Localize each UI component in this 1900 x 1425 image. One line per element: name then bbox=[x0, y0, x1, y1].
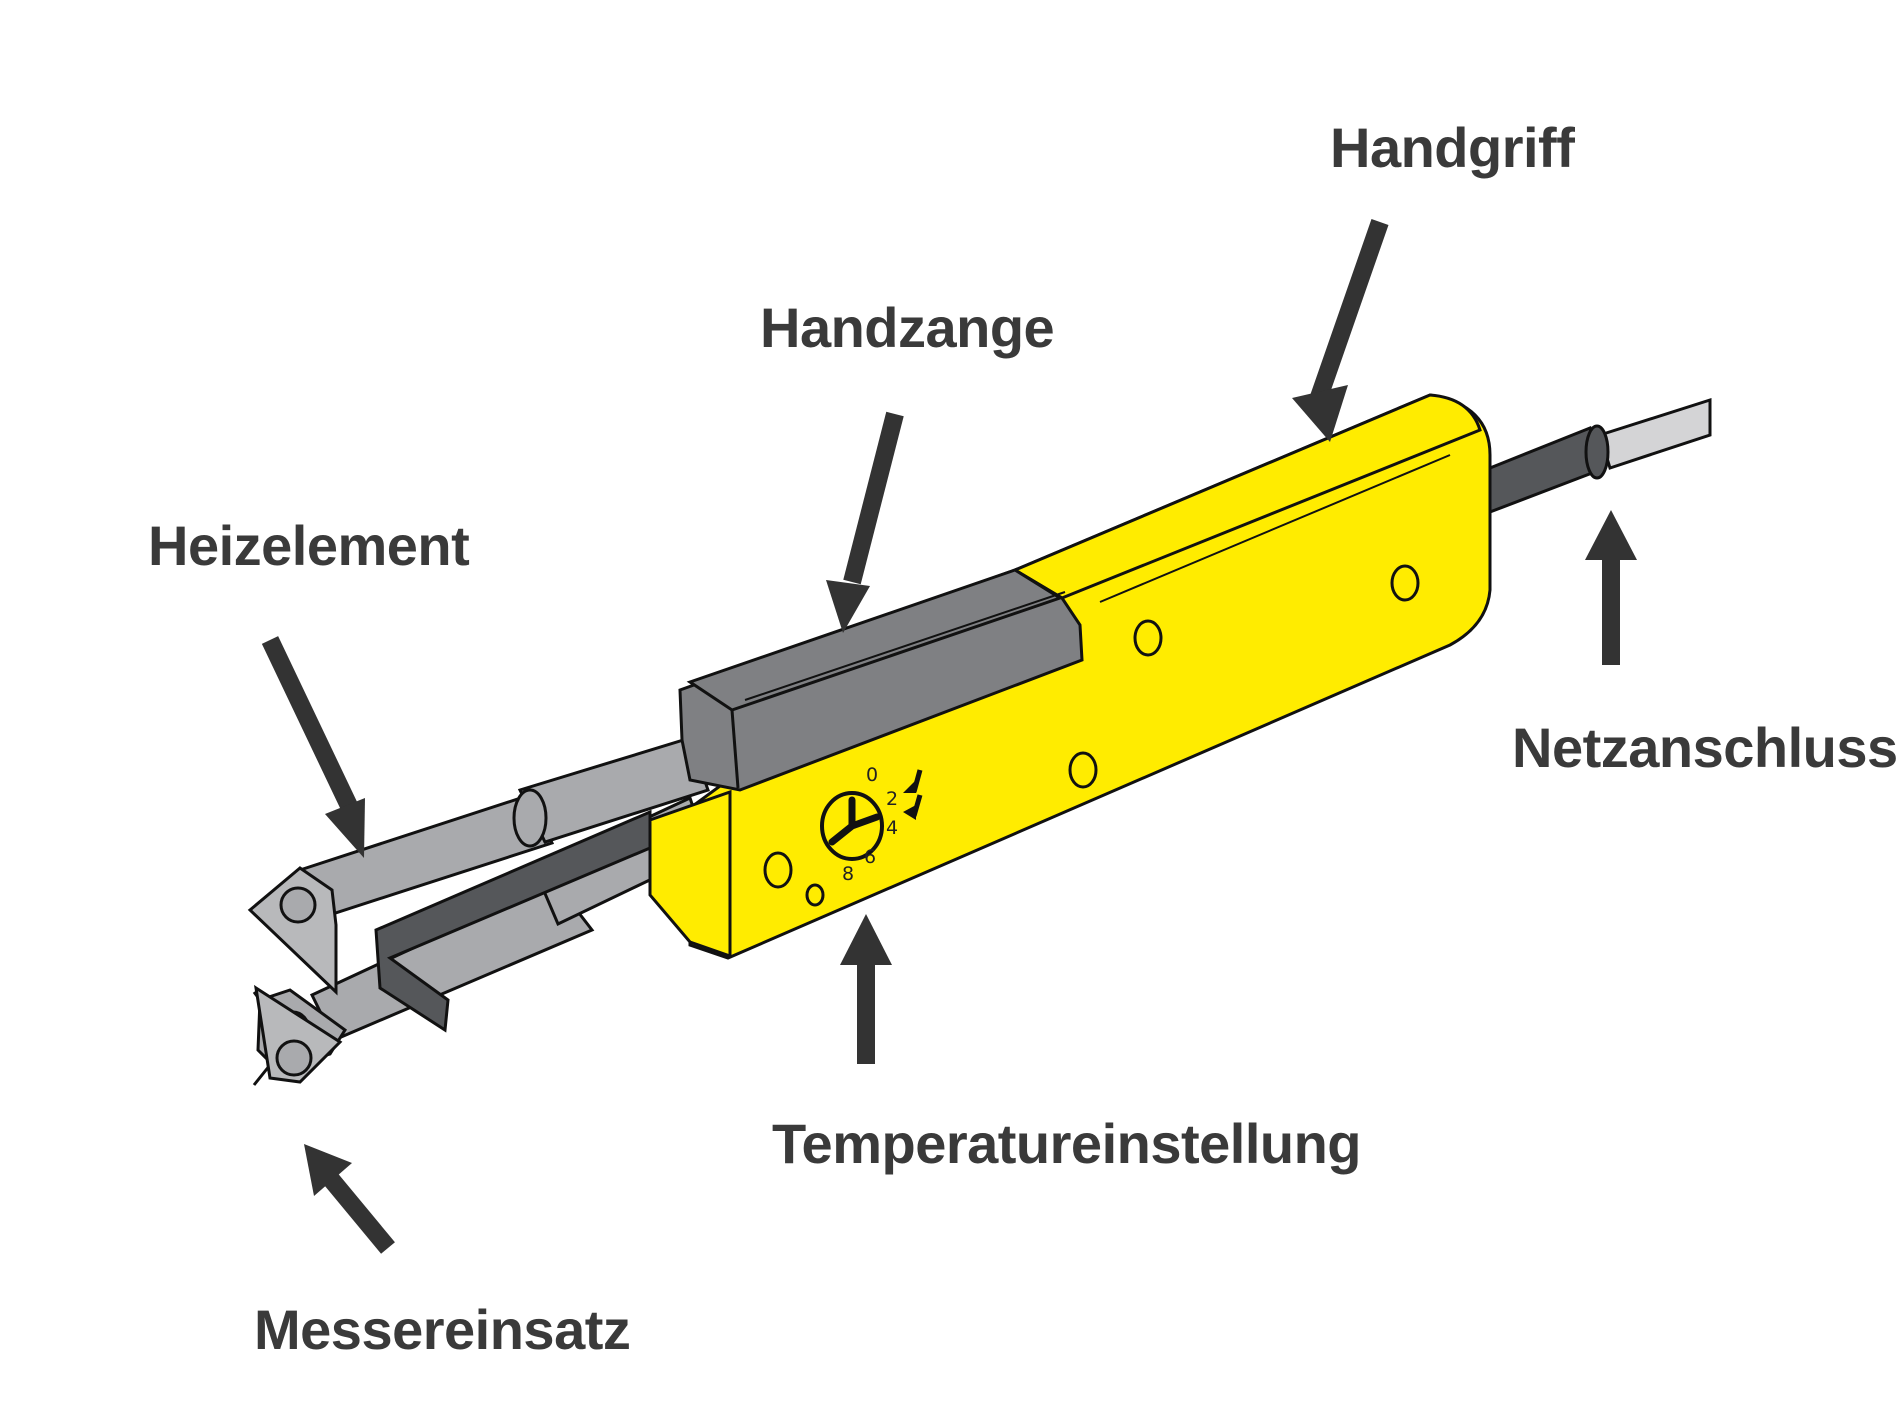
label-temperatureinstellung: Temperatureinstellung bbox=[772, 1112, 1362, 1175]
arrow-messereinsatz bbox=[304, 1144, 395, 1254]
dial-arrow-left-icon bbox=[903, 805, 916, 820]
dial-number-8: 8 bbox=[842, 863, 854, 885]
label-handgriff: Handgriff bbox=[1330, 116, 1575, 179]
label-netzanschluss: Netzanschluss bbox=[1512, 716, 1898, 779]
arrow-handgriff bbox=[1292, 219, 1389, 442]
knife-insert-upper bbox=[247, 866, 338, 996]
knife-insert-lower bbox=[254, 984, 343, 1084]
dial-number-6: 6 bbox=[864, 846, 876, 868]
dial-number-2: 2 bbox=[886, 788, 898, 810]
arrow-handzange bbox=[826, 411, 904, 633]
arrow-temperatureinstellung bbox=[840, 914, 892, 1064]
arrows bbox=[261, 219, 1637, 1254]
dial-number-0: 0 bbox=[866, 764, 878, 786]
arrow-netzanschluss bbox=[1585, 510, 1637, 665]
temperature-dial: 0 2 4 6 8 bbox=[820, 764, 923, 885]
gray-clamp bbox=[678, 568, 1084, 792]
label-handzange: Handzange bbox=[760, 296, 1055, 359]
arrow-heizelement bbox=[261, 636, 365, 858]
label-heizelement: Heizelement bbox=[148, 514, 470, 577]
spring-clip bbox=[374, 809, 652, 1033]
heating-element-upper bbox=[297, 736, 710, 920]
dial-number-4: 4 bbox=[886, 817, 898, 839]
label-messereinsatz: Messereinsatz bbox=[254, 1298, 631, 1361]
handle-body bbox=[648, 393, 1492, 960]
power-cable bbox=[1488, 397, 1712, 515]
